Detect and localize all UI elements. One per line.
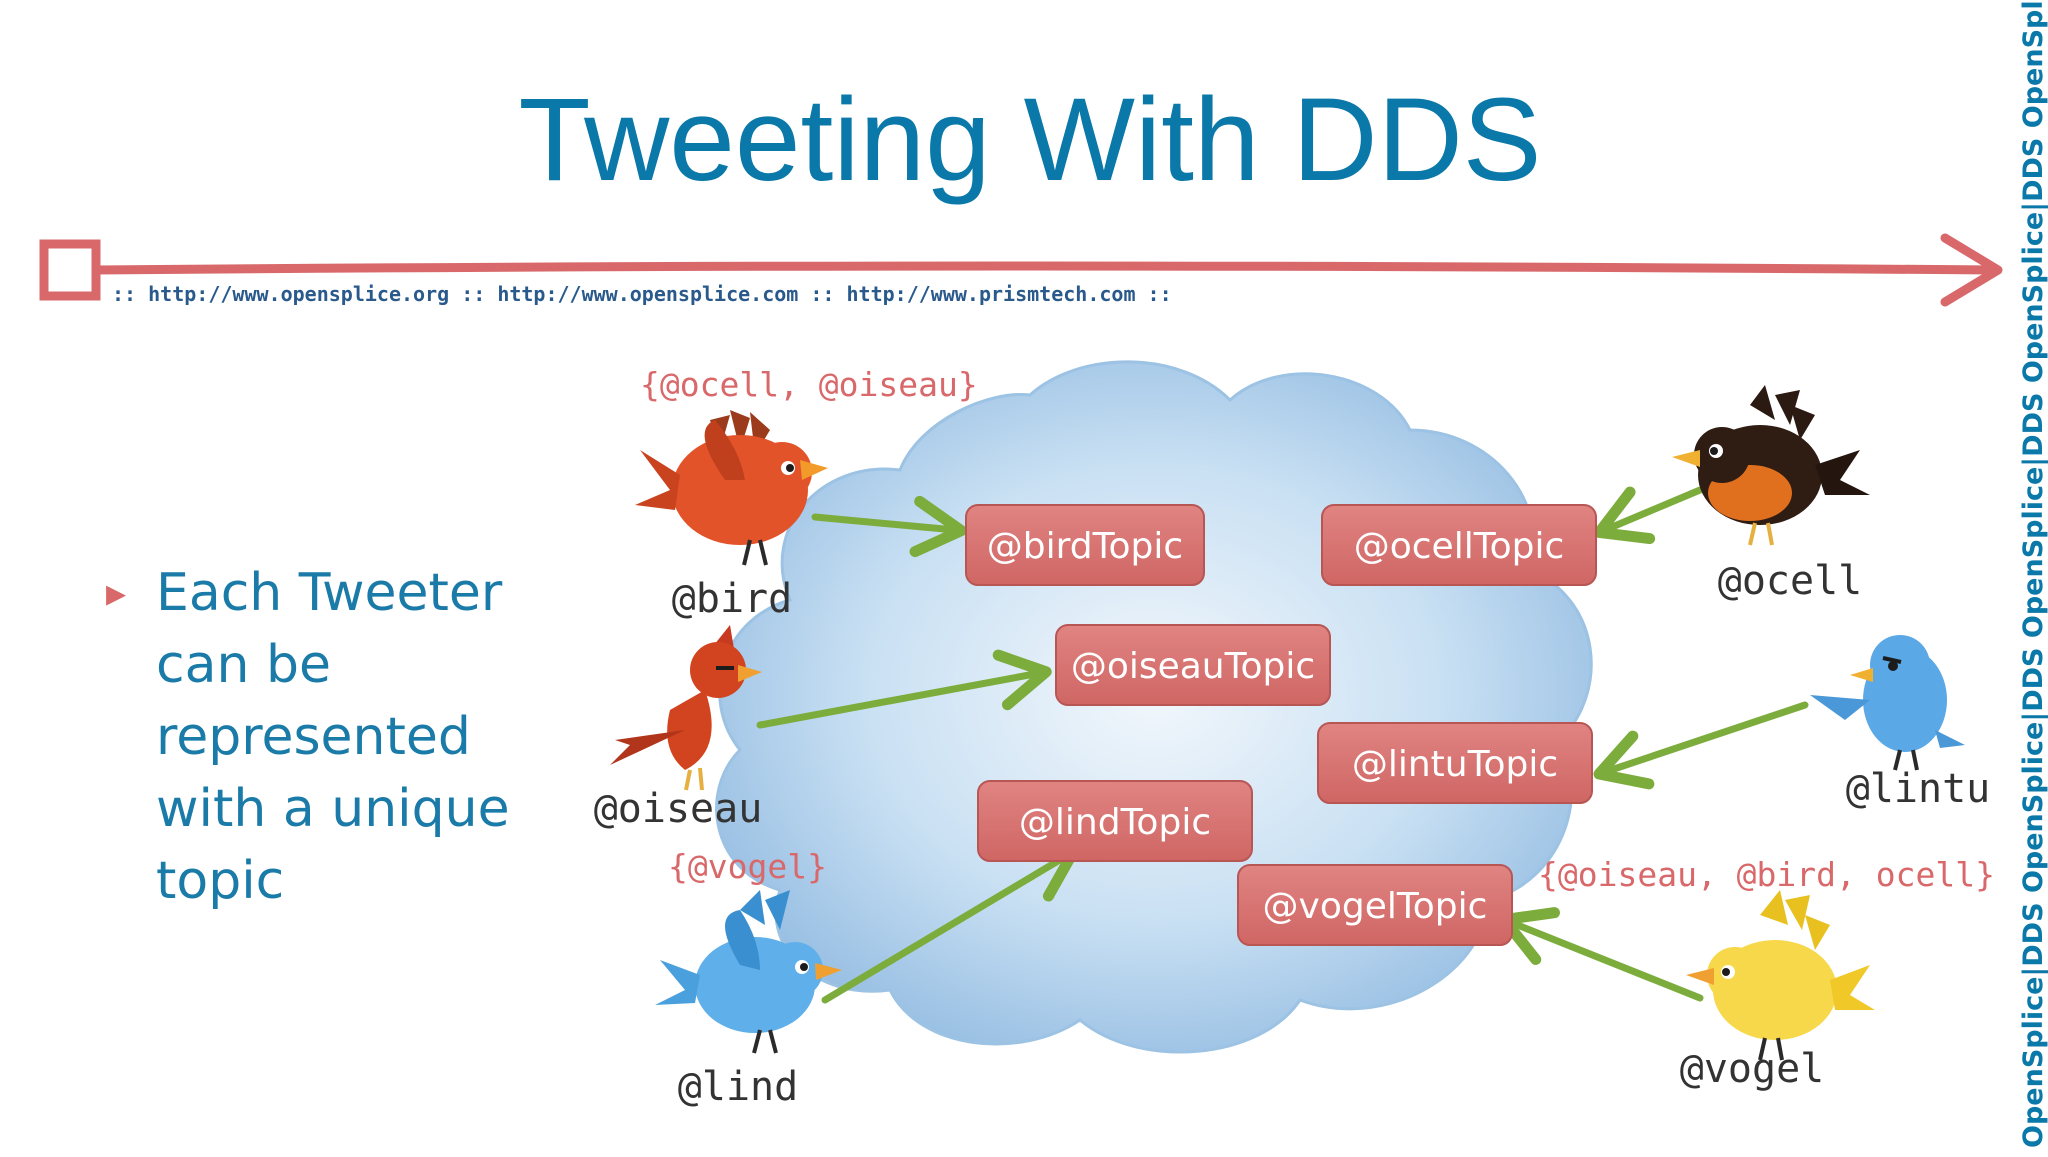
bullet-line-5: topic [156, 851, 284, 911]
header-rule [39, 233, 2003, 307]
bullet-list: ▸ Each Tweeter can be represented with a… [106, 563, 510, 911]
bullet-line-1: Each Tweeter [156, 563, 503, 623]
topic-box [1321, 504, 1597, 586]
bullet-line-2: can be [156, 635, 331, 695]
tweeter-bird: @bird [672, 576, 792, 622]
topic-lind: @lindTopic [977, 780, 1253, 862]
topic-box [1237, 864, 1513, 946]
topic-ocell: @ocellTopic [1321, 504, 1597, 586]
arrow-oiseau-to-topic [756, 649, 1052, 729]
subscription-lind: {@vogel} [668, 847, 827, 886]
arrows [756, 486, 1809, 1004]
robin-bird-icon [1672, 385, 1870, 546]
tweeter-oiseau: @oiseau [594, 786, 763, 832]
topic-box [1055, 624, 1331, 706]
rule-arrow-head [1940, 233, 2003, 307]
bullet-line-4: with a unique [156, 779, 510, 839]
topic-vogel: @vogelTopic [1237, 864, 1513, 946]
tweeter-lintu: @lintu [1846, 766, 1991, 812]
rule-start-square [39, 239, 101, 301]
bullet-marker: ▸ [106, 570, 126, 616]
bullet-line-3: represented [156, 707, 471, 767]
arrow-ocell-to-topic [1593, 486, 1704, 545]
yellow-bird-icon [1686, 890, 1875, 1061]
tweeter-lind: @lind [678, 1064, 798, 1110]
blue-bird-icon [655, 890, 842, 1054]
arrow-lintu-to-topic [1593, 701, 1809, 790]
topic-label: @ocellTopic [1354, 526, 1565, 567]
tweeter-vogel: @vogel [1680, 1046, 1825, 1092]
slide-title: Tweeting With DDS [519, 74, 1542, 206]
topic-bird: @birdTopic [965, 504, 1205, 586]
topic-label: @vogelTopic [1263, 886, 1488, 927]
topic-label: @lindTopic [1019, 802, 1211, 843]
topic-box [1317, 722, 1593, 804]
topic-label: @birdTopic [987, 526, 1183, 567]
tweeter-ocell: @ocell [1718, 558, 1863, 604]
topic-label: @oiseauTopic [1071, 646, 1315, 687]
arrow-lind-to-topic [821, 846, 1079, 1004]
url-strip: :: http://www.opensplice.org :: http://w… [112, 282, 1172, 306]
rule-line [91, 261, 2000, 275]
cardinal-bird-icon [610, 625, 762, 791]
topic-box [965, 504, 1205, 586]
grumpy-blue-bird-icon [1810, 635, 1965, 771]
subscription-vogel: {@oiseau, @bird, ocell} [1538, 855, 1995, 894]
topic-box [977, 780, 1253, 862]
topic-lintu: @lintuTopic [1317, 722, 1593, 804]
red-bird-icon [635, 410, 828, 566]
arrow-vogel-to-topic [1498, 907, 1704, 1002]
subscription-bird: {@ocell, @oiseau} [640, 365, 978, 404]
topic-oiseau: @oiseauTopic [1055, 624, 1331, 706]
side-brand: OpenSplice|DDS OpenSplice|DDS OpenSplice… [2018, 0, 2048, 1148]
arrow-bird-to-topic [811, 495, 967, 558]
topic-label: @lintuTopic [1352, 744, 1558, 785]
